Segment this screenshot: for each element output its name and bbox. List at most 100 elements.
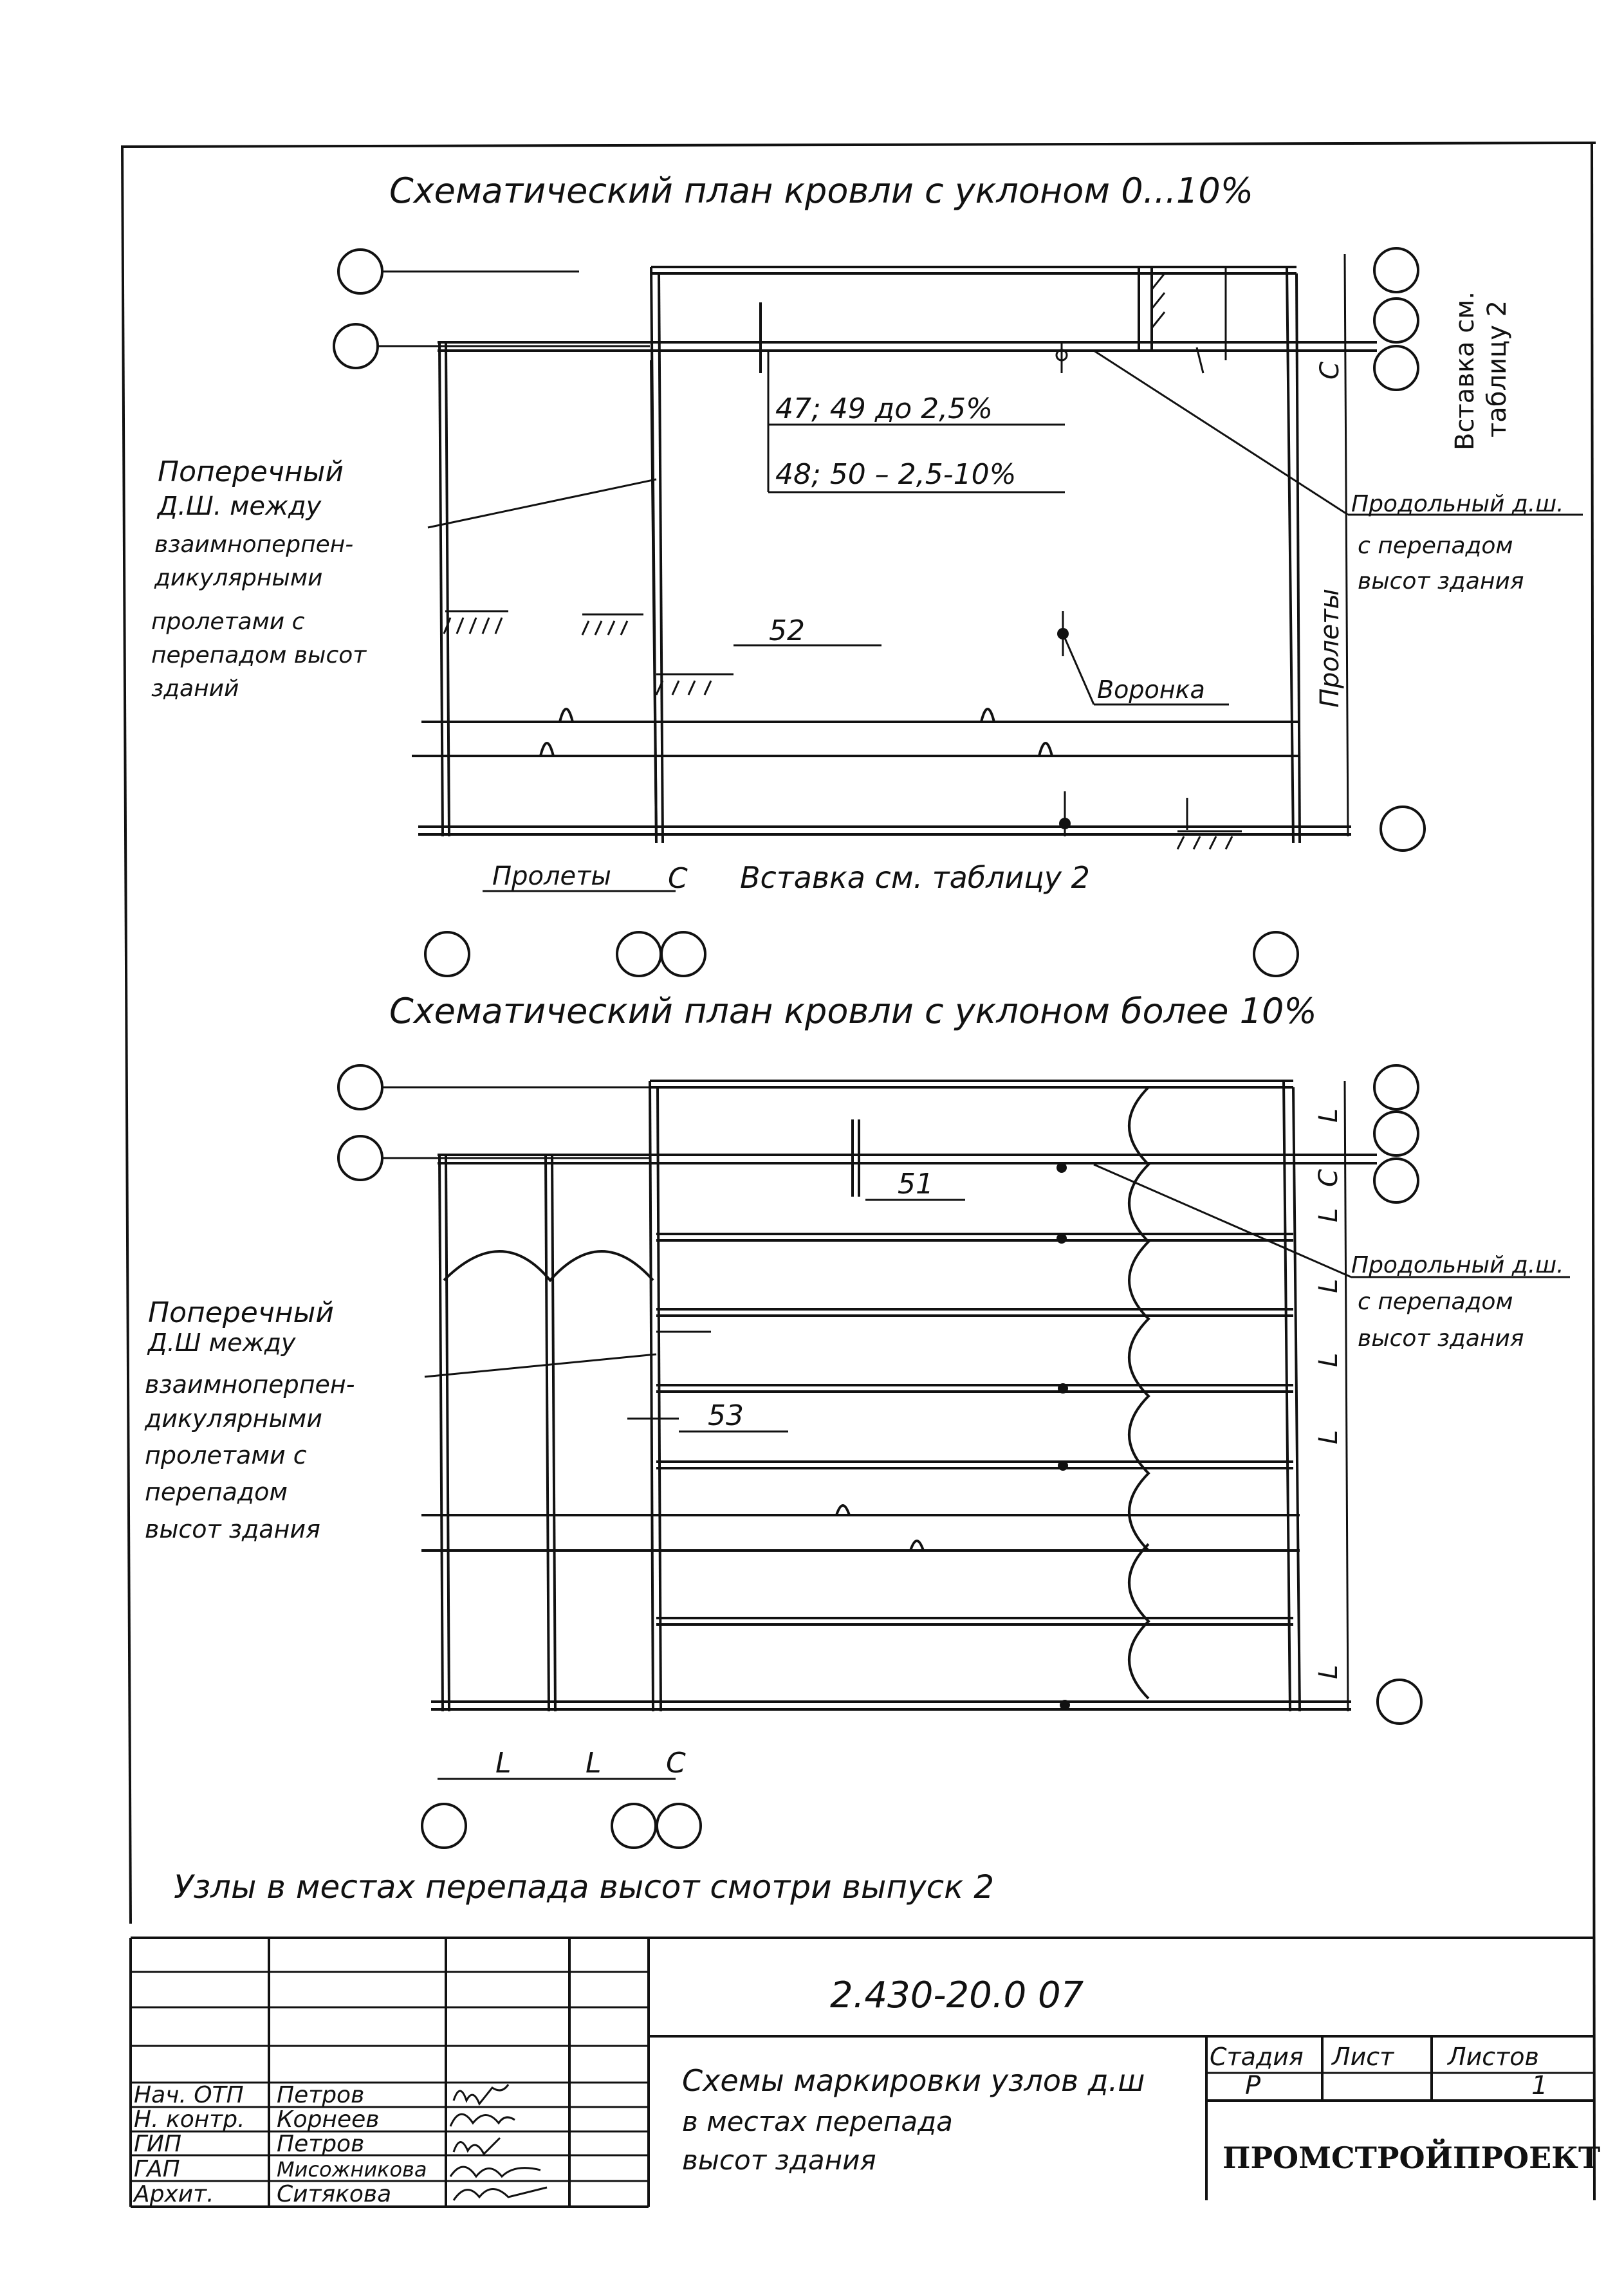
c-vertical-label: C xyxy=(1315,362,1345,380)
spans-bottom-label: Пролеты xyxy=(492,861,611,891)
axis-circle xyxy=(1376,1679,1423,1725)
plan2-title: Схематический план кровли с уклоном боле… xyxy=(389,991,1317,1031)
insert-vertical-label-2: таблицу 2 xyxy=(1482,300,1512,437)
svg-text:L: L xyxy=(495,1747,512,1780)
title-block xyxy=(129,1937,1594,2208)
axis-circle xyxy=(616,931,662,977)
drawing-title: Схемы маркировки узлов д.ш в местах пере… xyxy=(682,2063,1145,2176)
svg-text:Продольный д.ш.: Продольный д.ш. xyxy=(1351,491,1564,517)
svg-text:Д.Ш. между: Д.Ш. между xyxy=(156,492,322,521)
svg-text:высот здания: высот здания xyxy=(682,2144,876,2176)
svg-text:зданий: зданий xyxy=(151,676,239,702)
plan2-L-dims: L C L L L L L xyxy=(1314,1109,1343,1679)
signer-role: ГИП xyxy=(134,2131,181,2157)
axis-circle xyxy=(1373,1157,1419,1204)
svg-text:C: C xyxy=(666,1747,686,1780)
svg-text:Продольный д.ш.: Продольный д.ш. xyxy=(1351,1252,1564,1278)
insert-bottom-label: Вставка см. таблицу 2 xyxy=(740,860,1090,895)
marks-48-50: 48; 50 – 2,5-10% xyxy=(775,458,1016,491)
insert-vertical-label-1: Вставка см. xyxy=(1450,291,1480,450)
axis-circle xyxy=(337,1064,383,1110)
svg-text:L: L xyxy=(1314,1353,1343,1367)
plan1-title: Схематический план кровли с уклоном 0...… xyxy=(389,170,1253,211)
svg-text:Поперечный: Поперечный xyxy=(148,1296,334,1329)
footnote: Узлы в местах перепада высот смотри выпу… xyxy=(174,1868,994,1906)
plan1-left-note: Поперечный Д.Ш. между взаимноперпен- дик… xyxy=(151,456,367,702)
funnel-points xyxy=(1055,341,1071,836)
signers-table: Нач. ОТП Петров Н. контр. Корнеев ГИП Пе… xyxy=(133,2082,427,2207)
svg-text:высот здания: высот здания xyxy=(1358,568,1524,594)
organization-stamp: ПРОМСТРОЙПРОЕКТ xyxy=(1223,2138,1600,2175)
axis-circle xyxy=(611,1803,657,1849)
svg-text:L: L xyxy=(586,1747,602,1780)
svg-text:взаимноперпен-: взаимноперпен- xyxy=(154,531,353,558)
mark-53: 53 xyxy=(708,1399,744,1432)
funnel-points xyxy=(1057,1163,1070,1710)
axis-circle xyxy=(421,1803,467,1849)
svg-text:L: L xyxy=(1314,1208,1343,1222)
mark-51: 51 xyxy=(898,1168,934,1201)
axis-circle xyxy=(1373,247,1419,293)
svg-text:пролетами с: пролетами с xyxy=(151,609,305,635)
axis-circle xyxy=(656,1803,702,1849)
mark-52: 52 xyxy=(769,614,805,647)
svg-text:L: L xyxy=(1314,1279,1343,1293)
plan-2: Схематический план кровли с уклоном боле… xyxy=(144,991,1570,1849)
signer-role: ГАП xyxy=(134,2156,180,2182)
signer-name: Мисожникова xyxy=(277,2157,427,2182)
c-bottom-label: C xyxy=(668,862,688,895)
stage-value: Р xyxy=(1245,2071,1261,2101)
signer-role: Нач. ОТП xyxy=(134,2082,244,2108)
axis-circle xyxy=(337,248,383,295)
signer-role: Н. контр. xyxy=(134,2106,245,2133)
axis-circle xyxy=(1373,1064,1419,1110)
plan1-right-note: Продольный д.ш. с перепадом высот здания xyxy=(1351,491,1564,594)
svg-text:с перепадом: с перепадом xyxy=(1358,1289,1513,1315)
plan-1: Схематический план кровли с уклоном 0...… xyxy=(151,170,1583,977)
handwritten-signatures xyxy=(449,2084,548,2201)
svg-text:Схемы маркировки узлов д.ш: Схемы маркировки узлов д.ш xyxy=(682,2063,1145,2098)
svg-text:Д.Ш между: Д.Ш между xyxy=(147,1329,296,1357)
axis-circle xyxy=(1379,805,1426,852)
svg-text:в местах перепада: в местах перепада xyxy=(682,2106,953,2137)
signer-name: Петров xyxy=(277,2131,364,2157)
svg-text:C: C xyxy=(1314,1169,1343,1187)
svg-text:высот здания: высот здания xyxy=(1358,1325,1524,1352)
signer-name: Ситякова xyxy=(277,2181,391,2207)
svg-text:L: L xyxy=(1314,1665,1343,1679)
signer-name: Корнеев xyxy=(277,2106,380,2133)
axis-circle xyxy=(337,1135,383,1181)
axis-circle xyxy=(333,323,379,369)
svg-text:Поперечный: Поперечный xyxy=(158,456,344,488)
svg-text:взаимноперпен-: взаимноперпен- xyxy=(145,1370,355,1399)
svg-text:высот здания: высот здания xyxy=(145,1515,320,1543)
sheets-value: 1 xyxy=(1531,2071,1547,2101)
svg-text:дикулярными: дикулярными xyxy=(154,565,322,591)
plan2-right-note: Продольный д.ш. с перепадом высот здания xyxy=(1351,1252,1564,1352)
axis-circle xyxy=(1373,1110,1419,1157)
sheet-frame xyxy=(120,142,1596,2201)
stage-header: Стадия xyxy=(1210,2043,1304,2071)
svg-text:с перепадом: с перепадом xyxy=(1358,533,1513,559)
svg-text:L: L xyxy=(1314,1109,1343,1123)
svg-text:пролетами с: пролетами с xyxy=(145,1441,307,1469)
axis-circle xyxy=(1373,297,1419,344)
axis-circle xyxy=(1253,931,1299,977)
axis-circle xyxy=(424,931,470,977)
svg-text:дикулярными: дикулярными xyxy=(144,1404,322,1433)
plan2-bottom-dims: L L C xyxy=(495,1747,686,1780)
svg-text:L: L xyxy=(1314,1430,1343,1444)
hatch-marks xyxy=(443,273,1242,850)
signer-name: Петров xyxy=(277,2082,364,2108)
svg-text:перепадом высот: перепадом высот xyxy=(151,642,367,668)
signer-role: Архит. xyxy=(133,2181,214,2207)
svg-text:перепадом: перепадом xyxy=(145,1478,288,1506)
plan2-left-note: Поперечный Д.Ш между взаимноперпен- дику… xyxy=(144,1296,355,1543)
sheet-header: Лист xyxy=(1331,2043,1395,2071)
document-code: 2.430-20.0 07 xyxy=(830,1974,1084,2016)
sheets-header: Листов xyxy=(1446,2043,1539,2071)
funnel-label: Воронка xyxy=(1097,676,1205,704)
axis-circle xyxy=(1373,345,1419,391)
marks-47-49: 47; 49 до 2,5% xyxy=(775,392,993,425)
